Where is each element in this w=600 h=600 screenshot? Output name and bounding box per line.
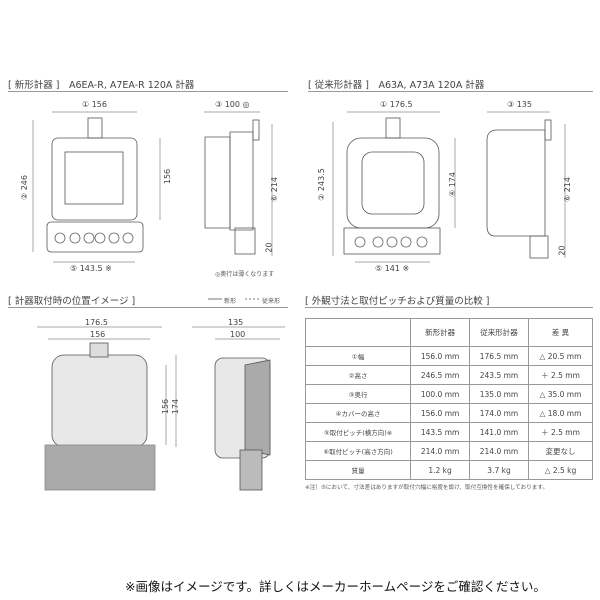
mount-h2: 174: [171, 398, 181, 415]
mount-d1: 135: [228, 318, 244, 327]
dim-pitch-v: ⑥ 214: [562, 177, 572, 202]
header-cell: [304, 318, 412, 347]
table-cell: ③奥行: [304, 384, 412, 404]
table-cell: 135.0 mm: [469, 384, 529, 404]
divider: [8, 307, 288, 308]
dim-pitch-h: ⑤ 141 ※: [375, 264, 410, 273]
table-cell: ＋ 2.5 mm: [527, 422, 594, 442]
table-cell: 変更なし: [527, 441, 594, 461]
table-cell: △ 35.0 mm: [527, 384, 594, 404]
new-meter-side-drawing: [204, 111, 273, 256]
dim-depth: ③ 135: [507, 100, 532, 109]
mount-title: [ 計器取付時の位置イメージ ]: [8, 296, 136, 307]
divider: [308, 91, 593, 92]
table-cell: 214.0 mm: [469, 441, 529, 461]
table-cell: 156.0 mm: [410, 346, 471, 366]
new-meter-title: [ 新形計器 ] A6EA-R, A7EA-R 120A 計器: [8, 80, 195, 91]
mount-w2: 156: [90, 330, 106, 339]
table-cell: 174.0 mm: [469, 403, 529, 423]
old-meter-front-drawing: [332, 111, 456, 263]
new-meter-front-drawing: [32, 111, 161, 263]
table-cell: 3.7 kg: [469, 460, 529, 480]
table-cell: ④カバーの高さ: [304, 403, 412, 423]
dim-height: ② 243.5: [316, 168, 326, 201]
table-cell: 214.0 mm: [410, 441, 471, 461]
dim-pitch-h: ⑤ 143.5 ※: [70, 264, 112, 273]
mount-front-drawing: [37, 326, 177, 491]
dim-width: ① 176.5: [380, 100, 413, 109]
dim-bottom: 20: [264, 242, 274, 253]
mount-h1: 156: [161, 398, 171, 415]
dim-bottom: 20: [557, 245, 567, 256]
table-cell: 100.0 mm: [410, 384, 471, 404]
footnote: ※注）⑤において、寸法差はありますが取付穴幅に裕度を設け、取付互換性を確保してお…: [305, 485, 549, 491]
depth-note: ◎奥行は薄くなります: [215, 271, 275, 278]
table-cell: 1.2 kg: [410, 460, 471, 480]
divider: [305, 307, 593, 308]
table-cell: ②高さ: [304, 365, 412, 385]
dim-cover: 156: [163, 168, 173, 185]
mount-w1: 176.5: [85, 318, 108, 327]
old-meter-side-drawing: [486, 111, 566, 259]
table-cell: 156.0 mm: [410, 403, 471, 423]
table-cell: △ 18.0 mm: [527, 403, 594, 423]
table-cell: 176.5 mm: [469, 346, 529, 366]
table-cell: △ 20.5 mm: [527, 346, 594, 366]
mount-d2: 100: [230, 330, 246, 339]
table-cell: ⑤取付ピッチ(横方向)※: [304, 422, 412, 442]
table-cell: 246.5 mm: [410, 365, 471, 385]
old-meter-title: [ 従来形計器 ] A63A, A73A 120A 計器: [308, 80, 485, 91]
dim-height: ② 246: [19, 175, 29, 200]
dim-cover: ④ 174: [447, 172, 457, 197]
table-cell: 143.5 mm: [410, 422, 471, 442]
table-cell: ①幅: [304, 346, 412, 366]
header-cell: 新形計器: [410, 318, 471, 347]
header-cell: 差 異: [527, 318, 594, 347]
table-cell: △ 2.5 kg: [527, 460, 594, 480]
table-cell: ＋ 2.5 mm: [527, 365, 594, 385]
legend-old: 従来形: [262, 298, 281, 305]
header-cell: 従来形計器: [469, 318, 529, 347]
disclaimer: ※画像はイメージです。詳しくはメーカーホームページをご確認ください。: [125, 579, 546, 594]
legend-new: 新形: [224, 298, 237, 305]
divider: [8, 91, 288, 92]
dim-width: ① 156: [82, 100, 107, 109]
table-cell: 141.0 mm: [469, 422, 529, 442]
dim-depth: ③ 100 ◎: [215, 100, 250, 109]
table-cell: 質量: [304, 460, 412, 480]
compare-title: [ 外観寸法と取付ピッチおよび質量の比較 ]: [305, 296, 490, 307]
table-cell: ⑥取付ピッチ(高さ方向): [304, 441, 412, 461]
dim-pitch-v: ⑥ 214: [269, 177, 279, 202]
mount-side-drawing: [192, 326, 285, 491]
table-header-row: 新形計器 従来形計器 差 異: [304, 318, 594, 347]
table-cell: 243.5 mm: [469, 365, 529, 385]
